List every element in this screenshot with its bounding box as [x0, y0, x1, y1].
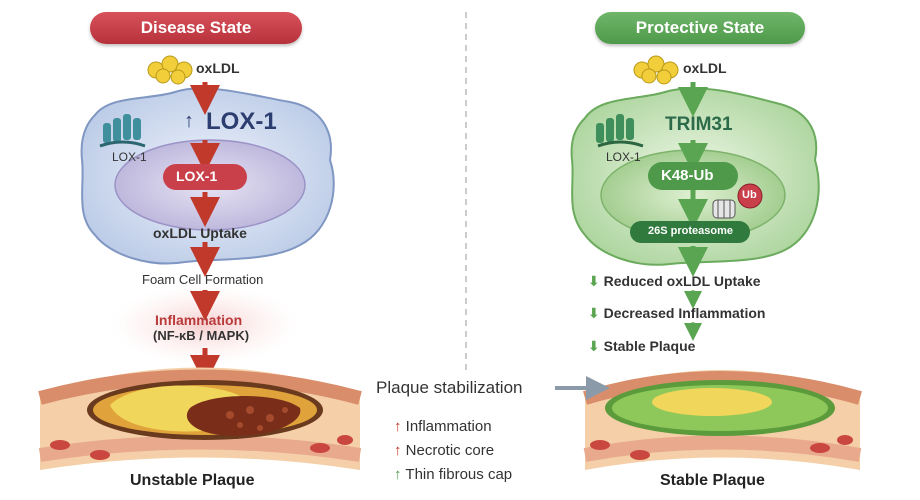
oxldl-label-left: oxLDL: [196, 60, 240, 76]
up-arrow-icon: ↑: [394, 442, 402, 459]
proteasome-pill: [630, 221, 750, 243]
protective-item-2: ⬇ Decreased Inflammation: [588, 305, 766, 321]
unstable-plaque-illustration: [38, 367, 362, 470]
lox1-upregulated-label: LOX-1: [206, 108, 277, 135]
lox1-receptor-left: [99, 114, 146, 148]
ub-label: Ub: [742, 189, 757, 201]
ubiquitin-icon: [737, 183, 763, 209]
oxldl-label-right: oxLDL: [683, 60, 727, 76]
oxldl-particles-left: [147, 55, 193, 85]
disease-state-header: Disease State: [90, 12, 302, 44]
lox1-receptor-label-left: LOX-1: [112, 150, 147, 164]
k48-ub-label: K48-Ub: [661, 167, 714, 184]
foam-cell-label: Foam Cell Formation: [142, 272, 264, 287]
legend-item-necrotic-core: ↑ Necrotic core: [394, 442, 495, 459]
down-arrow-icon: ⬇: [588, 305, 600, 321]
down-arrow-icon: ⬇: [588, 273, 600, 289]
stable-plaque-caption: Stable Plaque: [660, 472, 765, 489]
protective-state-header: Protective State: [595, 12, 805, 44]
plaque-stabilization-label: Plaque stabilization: [376, 378, 523, 397]
oxldl-particles-right: [633, 55, 679, 85]
down-arrow-icon: ⬇: [588, 338, 600, 354]
protective-item-3: ⬇ Stable Plaque: [588, 338, 696, 354]
lox1-receptor-label-right: LOX-1: [606, 150, 641, 164]
proteasome-icon: [712, 199, 736, 219]
legend-item-inflammation: ↑ Inflammation: [394, 418, 492, 435]
lox1-nucleus-label: LOX-1: [176, 168, 218, 184]
inflammation-label: Inflammation: [155, 312, 243, 328]
lox1-receptor-right: [596, 114, 644, 148]
lox1-nucleus-pill: [163, 164, 247, 190]
protective-item-1: ⬇ Reduced oxLDL Uptake: [588, 273, 761, 289]
legend-item-thin-fibrous-cap: ↑ Thin fibrous cap: [394, 466, 513, 483]
inflammation-glow: [110, 285, 300, 365]
up-arrow: ↑: [184, 110, 194, 132]
unstable-plaque-caption: Unstable Plaque: [130, 472, 255, 489]
pathway-label: (NF-κB / MAPK): [153, 328, 250, 343]
up-arrow-icon: ↑: [394, 466, 402, 483]
trim31-label: TRIM31: [665, 114, 733, 135]
proteasome-label: 26S proteasome: [648, 225, 733, 237]
k48-pill: [648, 162, 738, 190]
oxldl-uptake-label: oxLDL Uptake: [153, 225, 247, 241]
stable-plaque-illustration: [583, 370, 862, 470]
up-arrow-icon: ↑: [394, 418, 402, 435]
